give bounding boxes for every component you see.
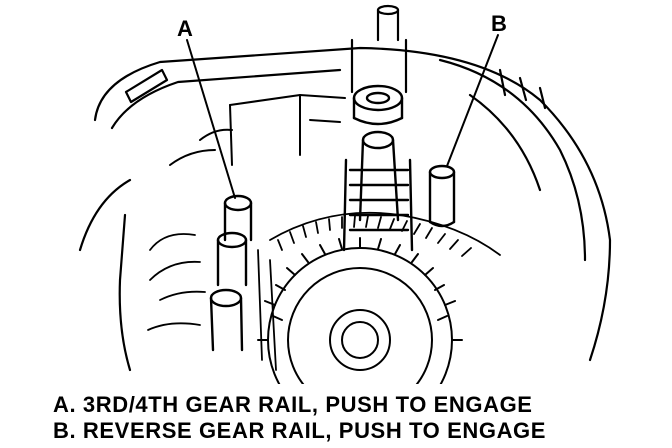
caption-rail-b: B. REVERSE GEAR RAIL, PUSH TO ENGAGE <box>53 418 547 443</box>
housing-tab <box>124 68 169 104</box>
caption-rail-a: A. 3RD/4TH GEAR RAIL, PUSH TO ENGAGE <box>53 392 533 417</box>
shift-rail-a <box>209 194 253 352</box>
callout-label-a: A <box>177 16 193 41</box>
transmission-illustration <box>78 4 612 384</box>
callout-leaders <box>186 34 499 199</box>
bearing-cup <box>352 84 404 126</box>
casting-ribs <box>169 94 346 166</box>
shift-rail-b <box>428 164 456 228</box>
central-shaft <box>342 130 414 252</box>
top-shaft <box>350 4 408 94</box>
left-gear-cluster <box>147 233 277 371</box>
callout-label-b: B <box>491 11 507 36</box>
upper-gear-teeth <box>269 211 501 257</box>
lower-gear <box>257 237 463 384</box>
